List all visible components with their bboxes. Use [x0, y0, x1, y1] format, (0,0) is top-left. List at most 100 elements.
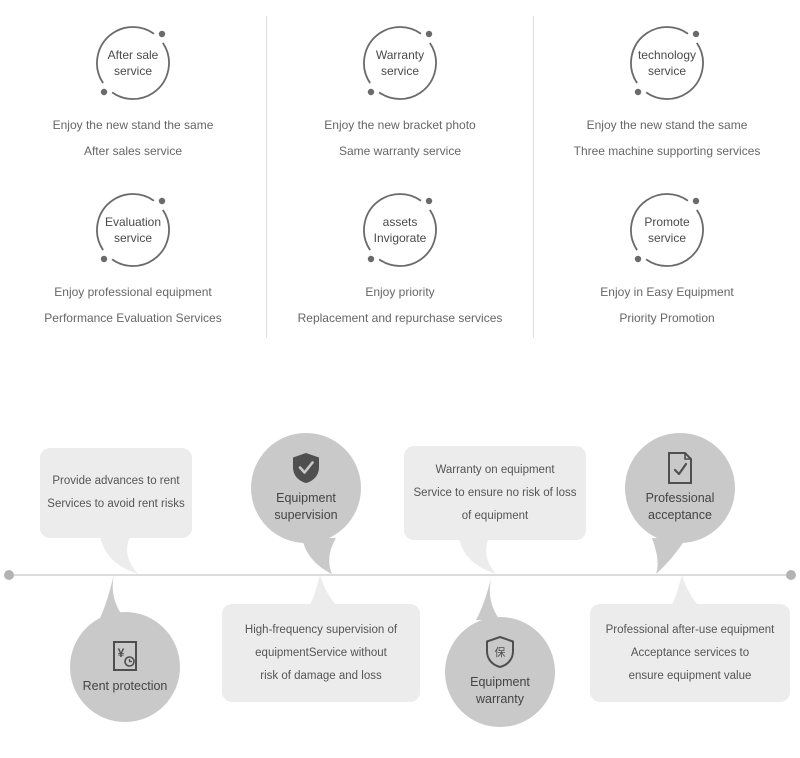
service-title-line: technology: [637, 48, 697, 62]
connector-node-rent-protection: [100, 575, 124, 618]
node-label-line: supervision: [274, 508, 338, 522]
service-item-technology: technology service Enjoy the new stand t…: [534, 20, 800, 164]
service-title-line: After sale: [107, 48, 159, 62]
service-badge: Promote service: [624, 187, 710, 273]
yen-symbol: ¥: [118, 646, 125, 660]
service-desc-line: Priority Promotion: [619, 311, 715, 325]
bubble-warranty-service: Warranty on equipment Service to ensure …: [404, 446, 586, 540]
circle-ring-icon: [630, 26, 704, 100]
service-description: Enjoy priority Replacement and repurchas…: [267, 279, 533, 331]
bubble-line: Provide advances to rent: [52, 475, 180, 487]
service-description: Enjoy in Easy Equipment Priority Promoti…: [534, 279, 800, 331]
service-item-warranty: Warranty service Enjoy the new bracket p…: [267, 20, 533, 164]
node-label-line: Rent protection: [82, 678, 168, 693]
circle-ring-icon: [630, 193, 704, 267]
service-badge-title: After sale service: [90, 20, 176, 106]
node-professional-acceptance: Professional acceptance: [625, 433, 735, 543]
circle-ring-icon: [96, 26, 170, 100]
service-desc-line: After sales service: [83, 144, 183, 158]
service-title-line: Evaluation: [104, 215, 162, 229]
service-desc-line: Replacement and repurchase services: [297, 311, 503, 325]
bubble-line: Professional after-use equipment: [605, 623, 775, 636]
column-divider: [266, 16, 267, 338]
service-desc-line: Same warranty service: [338, 144, 462, 158]
connector-bubble-warranty-service: [459, 538, 496, 574]
service-title-line: Promote: [644, 215, 690, 229]
column-divider: [533, 16, 534, 338]
connector-bubble-acceptance-service: [672, 575, 698, 605]
service-description: Enjoy professional equipment Performance…: [0, 279, 266, 331]
bubble-line: High-frequency supervision of: [244, 623, 398, 636]
shield-bao-icon: 保: [486, 636, 514, 668]
node-rent-protection: ¥ Rent protection: [70, 612, 180, 722]
service-desc-line: Enjoy the new bracket photo: [324, 118, 476, 132]
service-desc-line: Enjoy in Easy Equipment: [600, 285, 734, 299]
circle-ring-icon: [363, 26, 437, 100]
service-title-line: service: [647, 231, 686, 245]
service-description: Enjoy the new bracket photo Same warrant…: [267, 112, 533, 164]
node-label: Professional acceptance: [646, 490, 715, 524]
service-badge: Evaluation service: [90, 187, 176, 273]
connector-node-equipment-supervision: [302, 538, 336, 574]
timeline-end-dot-left: [4, 570, 14, 580]
node-label: Equipment supervision: [274, 490, 337, 524]
service-item-after-sale: After sale service Enjoy the new stand t…: [0, 20, 266, 164]
node-label-line: Equipment: [276, 491, 336, 505]
node-equipment-warranty: 保 Equipment warranty: [445, 617, 555, 727]
yen-receipt-icon: ¥: [113, 640, 137, 671]
bubble-line: of equipment: [461, 509, 529, 522]
service-badge-title: Promote service: [624, 187, 710, 273]
service-item-promote: Promote service Enjoy in Easy Equipment …: [534, 187, 800, 331]
circle-ring-icon: [96, 193, 170, 267]
service-badge-title: Warranty service: [357, 20, 443, 106]
service-title-line: Warranty: [375, 48, 425, 62]
bubble-line: Services to avoid rent risks: [47, 498, 185, 510]
service-item-evaluation: Evaluation service Enjoy professional eq…: [0, 187, 266, 331]
connector-node-professional-acceptance: [652, 538, 686, 574]
connector-bubble-rent-advance: [100, 536, 138, 574]
bubble-line: ensure equipment value: [628, 669, 752, 682]
service-desc-line: Enjoy the new stand the same: [52, 118, 214, 132]
service-badge: assets Invigorate: [357, 187, 443, 273]
service-badge: technology service: [624, 20, 710, 106]
bao-character: 保: [495, 645, 506, 659]
service-desc-line: Three machine supporting services: [573, 144, 761, 158]
service-badge-title: assets Invigorate: [357, 187, 443, 273]
bubble-rent-advance: Provide advances to rent Services to avo…: [40, 448, 192, 538]
service-description: Enjoy the new stand the same After sales…: [0, 112, 266, 164]
bubble-acceptance-service: Professional after-use equipment Accepta…: [590, 604, 790, 702]
service-badge: Warranty service: [357, 20, 443, 106]
service-desc-line: Performance Evaluation Services: [44, 311, 222, 325]
service-title-line: service: [113, 231, 152, 245]
node-label-line: Professional: [645, 491, 715, 505]
connector-bubble-supervision-service: [310, 575, 336, 605]
service-title-line: assets: [382, 215, 418, 229]
node-label-line: warranty: [476, 692, 524, 706]
service-badge-title: Evaluation service: [90, 187, 176, 273]
node-label-line: Equipment: [470, 675, 530, 689]
service-title-line: service: [380, 64, 419, 78]
node-label: Rent protection: [83, 678, 168, 695]
document-check-icon: [668, 452, 692, 484]
service-description: Enjoy the new stand the same Three machi…: [534, 112, 800, 164]
service-title-line: service: [113, 64, 152, 78]
service-desc-line: Enjoy the new stand the same: [586, 118, 748, 132]
circle-ring-icon: [363, 193, 437, 267]
bubble-line: equipmentService without: [255, 646, 387, 659]
service-badge: After sale service: [90, 20, 176, 106]
node-equipment-supervision: Equipment supervision: [251, 433, 361, 543]
service-title-line: service: [647, 64, 686, 78]
node-label: Equipment warranty: [470, 674, 530, 708]
shield-check-icon: [293, 453, 319, 483]
service-desc-line: Enjoy professional equipment: [54, 285, 212, 299]
bubble-supervision-service: High-frequency supervision of equipmentS…: [222, 604, 420, 702]
service-title-line: Invigorate: [373, 231, 427, 245]
node-label-line: acceptance: [648, 508, 712, 522]
service-item-assets: assets Invigorate Enjoy priority Replace…: [267, 187, 533, 331]
bubble-line: Warranty on equipment: [435, 463, 555, 476]
bubble-line: Service to ensure no risk of loss: [413, 486, 577, 499]
connector-node-equipment-warranty: [476, 575, 500, 620]
bubble-line: Acceptance services to: [630, 646, 750, 659]
service-badge-title: technology service: [624, 20, 710, 106]
